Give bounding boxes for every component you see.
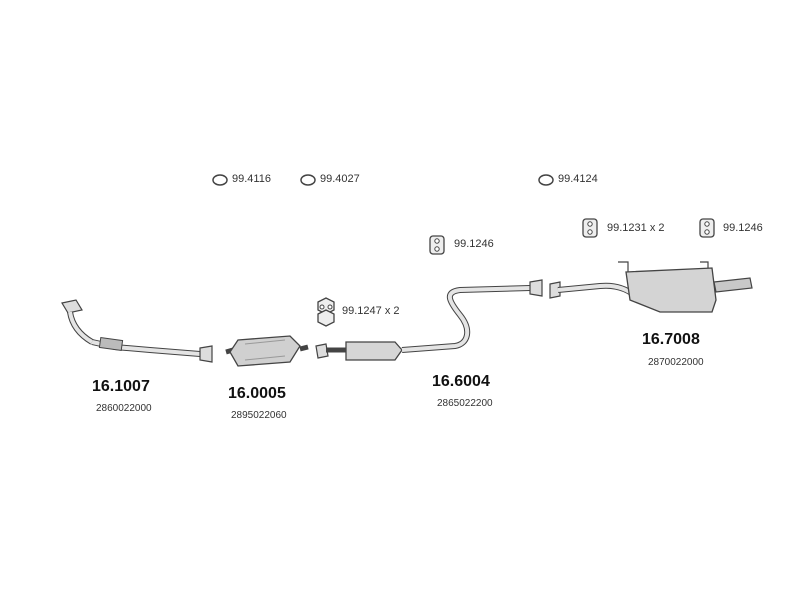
middle-silencer-drawing: [315, 279, 543, 361]
oem-number: 2860022000: [96, 403, 152, 414]
rubber-hanger-icon: [317, 297, 335, 327]
hardware-label: 99.4124: [558, 173, 598, 185]
oem-number: 2865022200: [437, 398, 493, 409]
front-pipe-drawing: [61, 299, 213, 363]
hardware-label: 99.1246: [454, 238, 494, 250]
rubber-hanger-icon: [582, 218, 598, 238]
hardware-label: 99.4116: [232, 173, 271, 185]
oem-number: 2895022060: [231, 410, 287, 421]
part-number: 16.7008: [642, 331, 700, 348]
rubber-hanger-icon: [699, 218, 715, 238]
gasket-ring-icon: [538, 174, 554, 186]
hardware-label: 99.1246: [723, 222, 763, 234]
part-number: 16.0005: [228, 385, 286, 402]
gasket-ring-icon: [212, 174, 228, 186]
hardware-label: 99.1231 x 2: [607, 222, 665, 234]
rear-silencer-drawing: [549, 261, 753, 313]
catalytic-converter-drawing: [225, 335, 309, 367]
part-number: 16.1007: [92, 378, 150, 395]
part-number: 16.6004: [432, 373, 490, 390]
hardware-label: 99.4027: [320, 173, 360, 185]
gasket-ring-icon: [300, 174, 316, 186]
rubber-hanger-icon: [429, 235, 445, 255]
oem-number: 2870022000: [648, 357, 704, 368]
hardware-label: 99.1247 x 2: [342, 305, 400, 317]
